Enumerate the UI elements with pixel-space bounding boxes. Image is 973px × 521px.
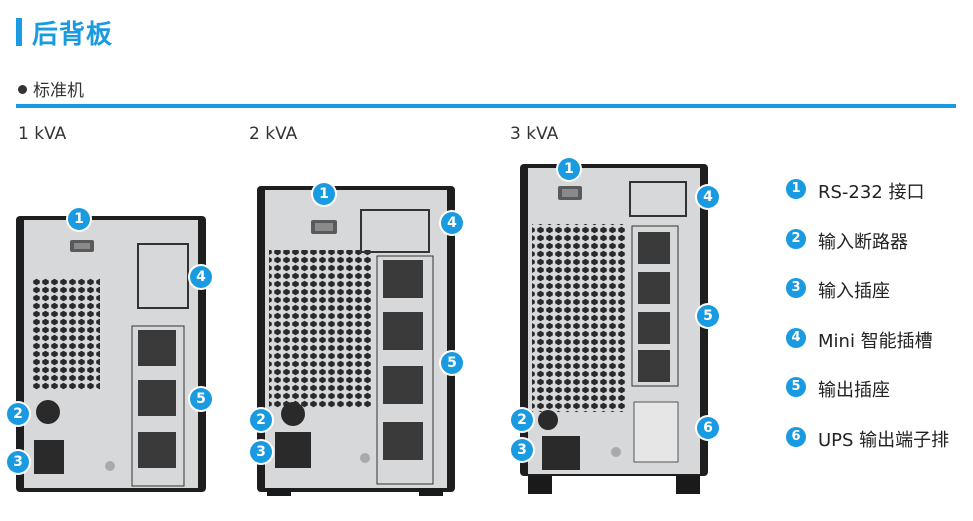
legend-label: Mini 智能插槽 [818,330,933,352]
callout-badge-3kva-2: 2 [511,409,533,431]
ups-2kva-illustration [257,186,455,496]
callout-badge-2kva-1: 1 [313,183,335,205]
title-accent-bar [16,18,22,46]
callout-badge-3kva-6: 6 [697,417,719,439]
legend-label: RS-232 接口 [818,182,925,203]
page-title: 后背板 [32,20,114,50]
legend-number: 2 [786,228,806,249]
bullet-icon [18,85,27,94]
callout-badge-1kva-1: 1 [68,208,90,230]
model-label-3kva: 3 kVA [510,124,559,144]
callout-badge-1kva-2: 2 [7,403,29,425]
ups-1kva-illustration [16,216,206,492]
callout-badge-1kva-4: 4 [190,266,212,288]
callout-badge-2kva-4: 4 [441,212,463,234]
callout-badge-3kva-5: 5 [697,305,719,327]
callout-badge-2kva-2: 2 [250,409,272,431]
subtitle-text: 标准机 [33,81,84,101]
ups-3kva-illustration [520,164,708,494]
callout-badge-3kva-1: 1 [558,158,580,180]
section-subtitle: 标准机 [18,76,84,101]
legend-label: 输入插座 [818,281,890,302]
legend-number: 6 [786,426,806,447]
section-divider [16,104,956,108]
model-label-1kva: 1 kVA [18,124,67,144]
legend-label: 输入断路器 [818,231,908,253]
callout-badge-2kva-5: 5 [441,352,463,374]
legend-number: 5 [786,377,806,397]
legend-number: 1 [786,179,806,199]
ups-1kva-rear-panel [14,214,208,496]
ups-2kva-rear-panel [255,184,457,498]
legend-label: UPS 输出端子排 [818,429,950,451]
model-label-2kva: 2 kVA [249,124,298,144]
callout-badge-1kva-3: 3 [7,451,29,473]
legend-number: 3 [786,278,806,298]
ups-3kva-rear-panel [518,162,710,496]
callout-badge-2kva-3: 3 [250,441,272,463]
legend-number: 4 [786,327,806,348]
legend-label: 输出插座 [818,380,890,401]
callout-badge-3kva-4: 4 [697,186,719,208]
callout-badge-1kva-5: 5 [190,388,212,410]
callout-badge-3kva-3: 3 [511,439,533,461]
